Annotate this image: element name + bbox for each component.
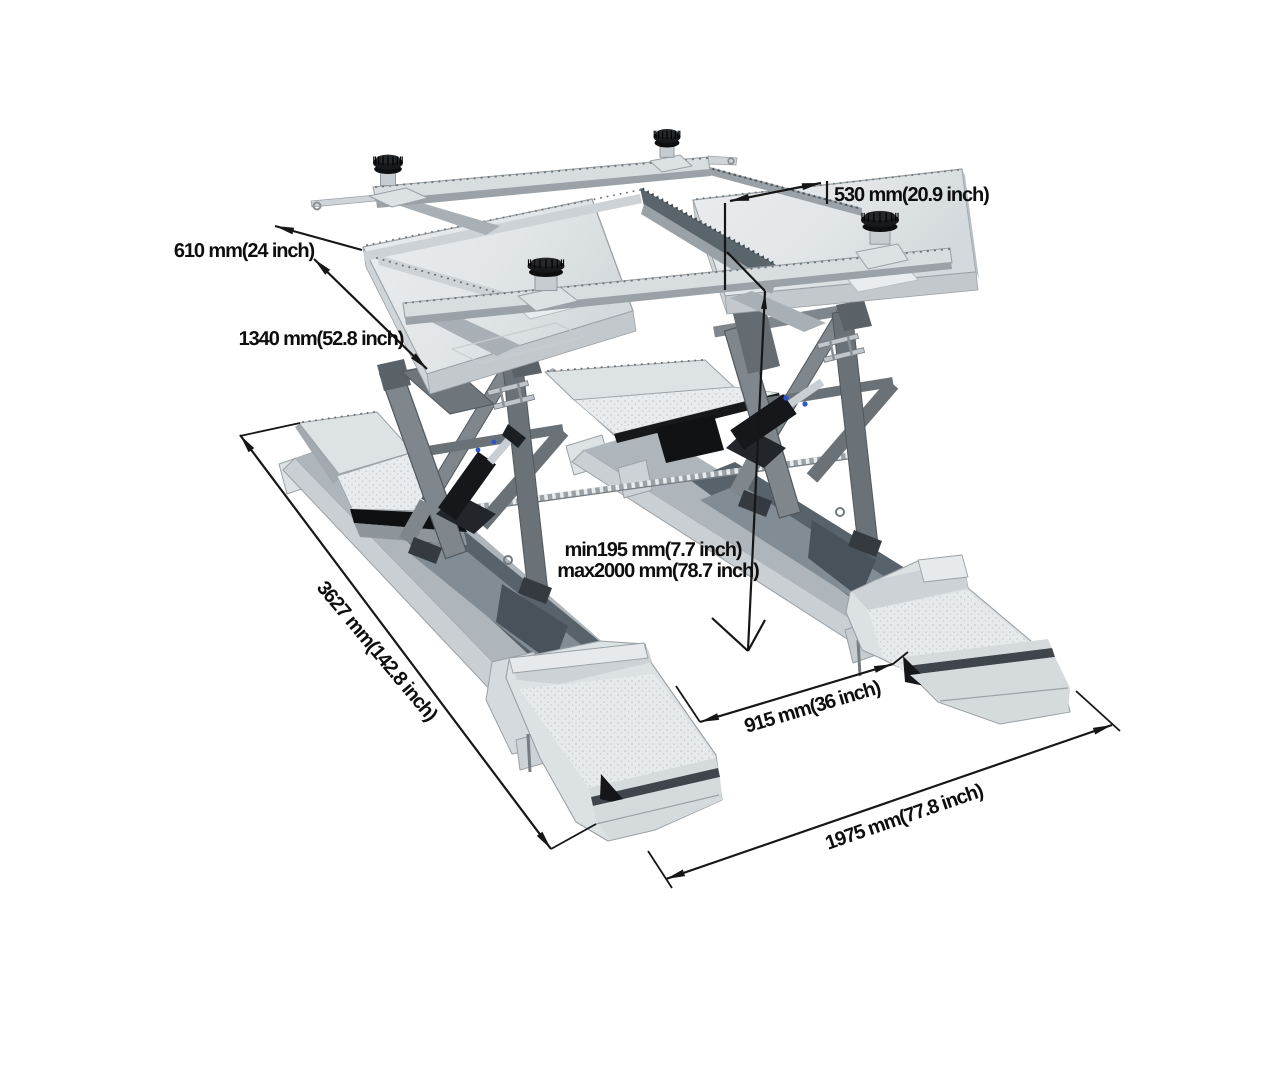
svg-text:min195 mm(7.7 inch): min195 mm(7.7 inch) [565, 539, 742, 561]
svg-text:610 mm(24 inch): 610 mm(24 inch) [174, 240, 315, 262]
svg-text:max2000 mm(78.7 inch): max2000 mm(78.7 inch) [557, 560, 759, 582]
svg-text:530 mm(20.9 inch): 530 mm(20.9 inch) [834, 184, 989, 206]
svg-text:1340 mm(52.8 inch): 1340 mm(52.8 inch) [239, 328, 404, 350]
